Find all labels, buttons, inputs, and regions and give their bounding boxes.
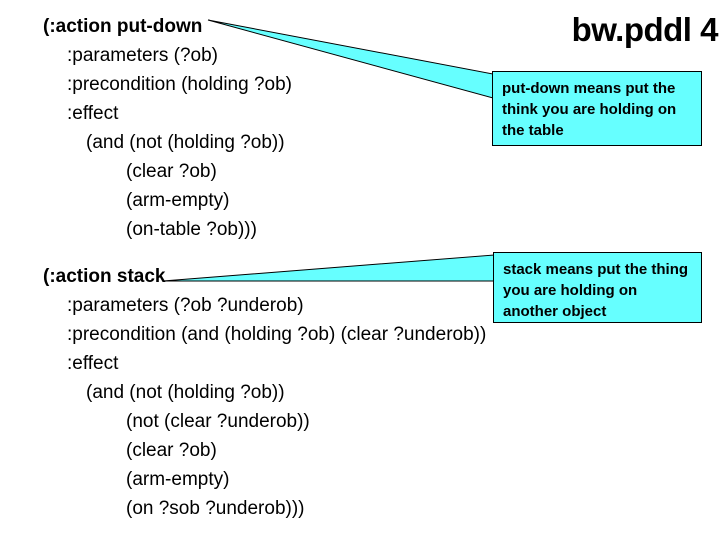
page-title: bw.pddl 4 bbox=[571, 11, 719, 48]
code-line: :parameters (?ob) bbox=[67, 45, 219, 66]
callout-stack: stack means put the thing you are holdin… bbox=[493, 252, 702, 323]
code-line: (arm-empty) bbox=[126, 469, 230, 490]
code-line: (clear ?ob) bbox=[126, 440, 217, 461]
code-line: :precondition (and (holding ?ob) (clear … bbox=[67, 324, 487, 345]
code-line: (on-table ?ob))) bbox=[126, 219, 257, 240]
pddl-action-stack: (:action stack :parameters (?ob ?underob… bbox=[0, 262, 486, 523]
code-line: :effect bbox=[67, 103, 119, 124]
code-line: (arm-empty) bbox=[126, 190, 230, 211]
code-line: :effect bbox=[67, 353, 119, 374]
code-line: :precondition (holding ?ob) bbox=[67, 74, 292, 95]
pddl-action-put-down: (:action put-down :parameters (?ob) :pre… bbox=[0, 12, 292, 244]
code-line: :parameters (?ob ?underob) bbox=[67, 295, 304, 316]
code-line: (and (not (holding ?ob)) bbox=[86, 382, 285, 403]
callout-put-down: put-down means put the think you are hol… bbox=[492, 71, 702, 146]
code-line: (:action put-down bbox=[43, 16, 203, 37]
code-line: (not (clear ?underob)) bbox=[126, 411, 310, 432]
code-line: (:action stack bbox=[43, 266, 166, 287]
code-line: (and (not (holding ?ob)) bbox=[86, 132, 285, 153]
code-line: (clear ?ob) bbox=[126, 161, 217, 182]
code-line: (on ?sob ?underob))) bbox=[126, 498, 305, 519]
